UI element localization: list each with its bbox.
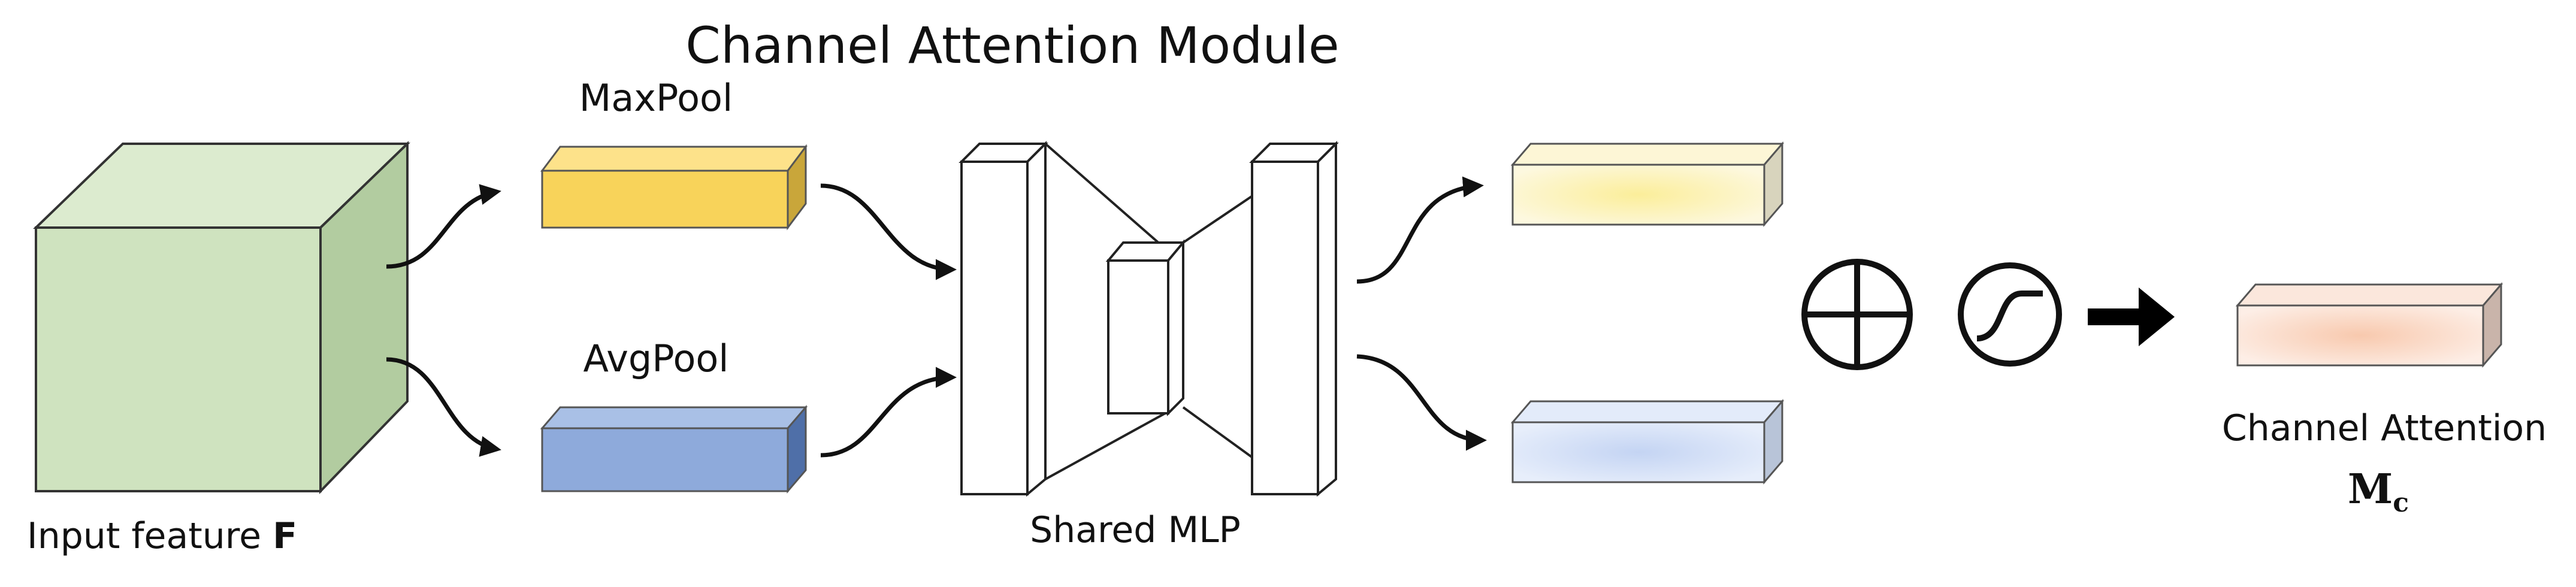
thick-right-arrow-icon: [2088, 288, 2175, 346]
mlp-output-layer: [1251, 161, 1319, 495]
arrow-mlp-to-max-output: [1356, 176, 1484, 284]
avgpool-label: AvgPool: [583, 337, 728, 380]
mlp-max-output-vector: [1510, 141, 1785, 228]
avgpool-vector: [540, 404, 808, 494]
arrow-input-to-maxpool: [386, 184, 501, 269]
circled-plus-icon: [1801, 259, 1913, 370]
input-cube-front: [35, 226, 322, 492]
mlp-hidden-layer: [1107, 259, 1169, 414]
maxpool-label: MaxPool: [579, 76, 733, 120]
channel-attention-output-vector: [2235, 282, 2504, 368]
arrow-input-to-avgpool: [386, 357, 501, 457]
channel-attention-symbol: Mc: [2348, 465, 2409, 518]
mlp-edge: [1044, 143, 1166, 250]
arrow-avgpool-to-mlp: [820, 367, 957, 458]
mlp-input-layer: [960, 161, 1029, 495]
mlp-avg-output-vector: [1510, 398, 1785, 485]
diagram-title: Channel Attention Module: [685, 16, 1339, 75]
sigmoid-icon: [1958, 262, 2062, 367]
mlp-hidden-layer-side: [1167, 239, 1184, 416]
shared-mlp-label: Shared MLP: [1030, 509, 1241, 551]
shared-mlp: [959, 141, 1339, 497]
mlp-output-layer-side: [1317, 141, 1337, 497]
mlp-edge: [1045, 412, 1166, 480]
channel-attention-label: Channel Attention: [2222, 407, 2547, 449]
arrow-maxpool-to-mlp: [820, 183, 957, 280]
input-feature-label: Input feature F: [27, 515, 297, 557]
mlp-input-layer-side: [1026, 141, 1047, 497]
arrow-mlp-to-avg-output: [1356, 354, 1487, 451]
input-feature-cube: [33, 141, 410, 494]
maxpool-vector: [540, 144, 808, 231]
